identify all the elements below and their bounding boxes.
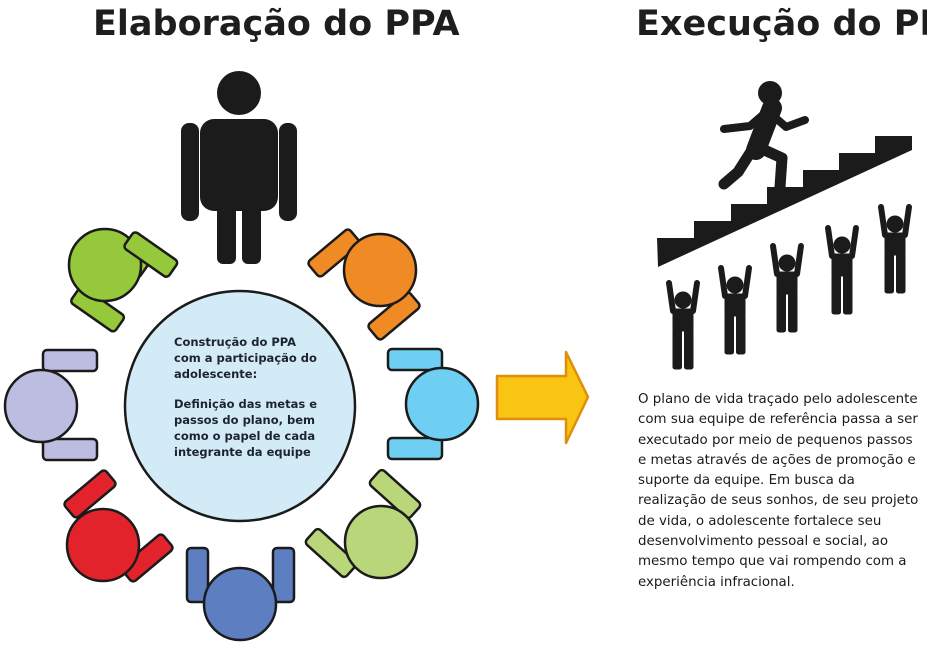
staircase — [657, 136, 912, 267]
chair-arm — [304, 527, 358, 579]
participant-head — [343, 504, 419, 580]
participant-navy — [185, 546, 296, 642]
participant-red — [63, 469, 174, 583]
participant-green — [67, 227, 179, 333]
participant-orange — [307, 228, 421, 341]
chair-arm — [386, 436, 444, 461]
table-body: Definição das metas e passos do plano, b… — [174, 397, 318, 459]
cheering-person-icon — [669, 283, 697, 369]
elaboration-title: Elaboração do PPA — [93, 4, 460, 44]
chair-arm — [185, 546, 210, 604]
chair-arm — [41, 348, 99, 373]
participant-head — [342, 232, 418, 308]
person-head — [217, 71, 261, 115]
cheering-person-icon — [721, 268, 749, 354]
round-table — [123, 289, 357, 523]
participant-head — [65, 507, 141, 583]
table-heading: Construção do PPA com a participação do … — [174, 335, 317, 381]
table-text: Construção do PPA com a participação do … — [174, 334, 324, 460]
person-left-leg — [217, 200, 236, 264]
right-arrow-icon — [495, 350, 590, 445]
chair-arm — [120, 533, 174, 583]
chair-arm — [123, 231, 179, 278]
chair-arm — [63, 469, 117, 519]
chair-arm — [386, 347, 444, 372]
climber-front-arm — [766, 109, 809, 131]
participant-head — [3, 368, 79, 444]
person-right-leg — [242, 200, 261, 264]
chair-arm — [271, 546, 296, 604]
chair-arm — [368, 468, 422, 520]
climber-back-arm — [720, 109, 769, 133]
chair-arm — [41, 437, 99, 462]
participant-head — [67, 227, 143, 303]
participant-blue — [386, 347, 480, 461]
person-right-arm — [279, 123, 297, 221]
chair-arm — [367, 291, 421, 341]
participant-lime — [304, 468, 422, 580]
cheering-person-icon — [881, 207, 909, 293]
participant-head — [404, 366, 480, 442]
climber-back-leg — [718, 144, 758, 190]
execution-description: O plano de vida traçado pelo adolescente… — [638, 392, 919, 590]
chair-arm — [307, 228, 361, 278]
person-standing-icon — [181, 71, 297, 264]
participant-lavender — [3, 348, 99, 462]
person-torso — [200, 119, 278, 211]
execution-title: Execução do PPA — [636, 4, 927, 44]
participant-head — [202, 566, 278, 642]
person-climbing-stairs-icon — [657, 81, 912, 267]
cheering-person-icon — [773, 246, 801, 332]
climber-front-leg — [754, 142, 788, 193]
cheering-person-icon — [828, 228, 856, 314]
person-left-arm — [181, 123, 199, 221]
